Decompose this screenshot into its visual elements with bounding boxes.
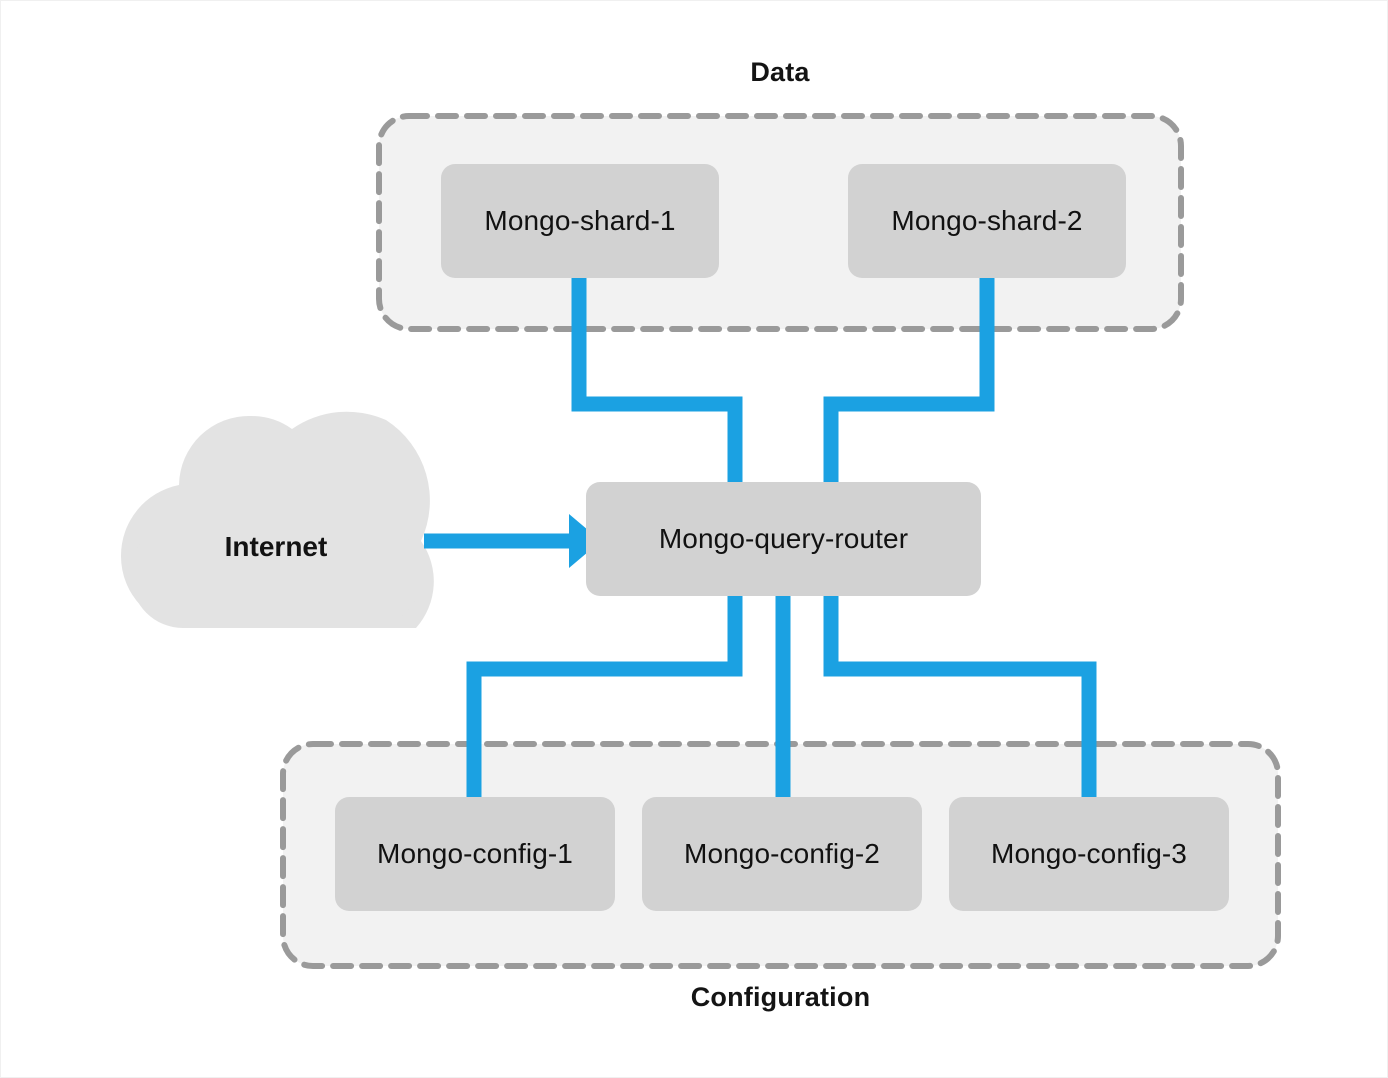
node-mongo-config-1[interactable]: Mongo-config-1 <box>335 797 615 911</box>
node-mongo-query-router-label: Mongo-query-router <box>658 523 909 554</box>
cloud-icon <box>120 411 434 628</box>
node-mongo-shard-1-label: Mongo-shard-1 <box>484 205 676 236</box>
node-mongo-shard-2-label: Mongo-shard-2 <box>891 205 1083 236</box>
node-mongo-shard-2[interactable]: Mongo-shard-2 <box>848 164 1126 278</box>
arrow-head-icon <box>569 514 601 568</box>
data-group-label: Data <box>750 57 810 87</box>
internet-label: Internet <box>224 531 328 562</box>
node-mongo-config-1-label: Mongo-config-1 <box>377 838 573 869</box>
connector-layer <box>466 278 1097 797</box>
connector-shard1-router <box>571 278 743 482</box>
node-mongo-config-2[interactable]: Mongo-config-2 <box>642 797 922 911</box>
node-mongo-config-2-label: Mongo-config-2 <box>684 838 880 869</box>
connector-router-config1 <box>466 596 743 797</box>
cloud-base <box>131 521 421 628</box>
connector-internet-router <box>424 514 601 568</box>
configuration-group-label: Configuration <box>690 982 871 1012</box>
node-mongo-config-3[interactable]: Mongo-config-3 <box>949 797 1229 911</box>
connector-router-config3 <box>823 596 1097 797</box>
connector-shard2-router <box>823 278 995 482</box>
node-mongo-shard-1[interactable]: Mongo-shard-1 <box>441 164 719 278</box>
node-mongo-config-3-label: Mongo-config-3 <box>991 838 1187 869</box>
node-mongo-query-router[interactable]: Mongo-query-router <box>586 482 981 596</box>
